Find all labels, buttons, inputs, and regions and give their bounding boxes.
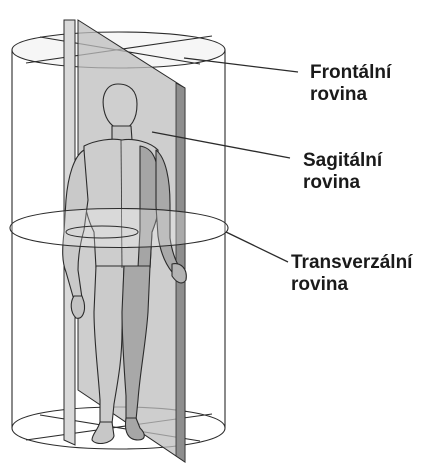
figure-left-hand	[71, 296, 84, 318]
sagittal-label-line2: rovina	[303, 172, 382, 194]
transverse-plane-label: Transverzální rovina	[291, 252, 412, 296]
transverse-leader-line	[226, 232, 288, 262]
frontal-plane-label: Frontální rovina	[310, 62, 391, 106]
sagittal-label-line1: Sagitální	[303, 150, 382, 172]
sagittal-plane-label: Sagitální rovina	[303, 150, 382, 194]
figure-neck	[112, 126, 132, 140]
figure-left-foot	[92, 422, 114, 443]
frontal-label-line2: rovina	[310, 84, 391, 106]
transverse-label-line1: Transverzální	[291, 252, 412, 274]
transverse-label-line2: rovina	[291, 274, 412, 296]
frontal-label-line1: Frontální	[310, 62, 391, 84]
frontal-leader-line	[184, 58, 298, 72]
transverse-plane	[10, 209, 228, 248]
